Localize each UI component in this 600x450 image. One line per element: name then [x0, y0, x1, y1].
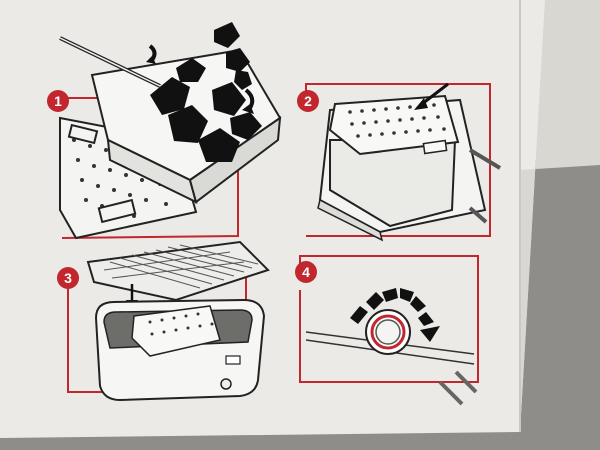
panel-step-2: 2 [297, 82, 502, 242]
step-badge-3 [57, 267, 79, 289]
step-number-1: 1 [54, 93, 62, 109]
panel-step-1: 1 [47, 22, 282, 240]
rotate-arrow-icon [350, 288, 440, 342]
step-number-2: 2 [304, 93, 312, 109]
step-badge-4 [295, 261, 317, 283]
step-number-4: 4 [302, 264, 310, 280]
panel-step-4: 4 [295, 255, 479, 406]
panel-step-3: 3 [57, 240, 270, 402]
step-number-3: 3 [64, 270, 72, 286]
step-badge-2 [297, 90, 319, 112]
step-badge-1 [47, 90, 69, 112]
box-side [520, 0, 600, 432]
charcoal-pieces [150, 22, 262, 162]
